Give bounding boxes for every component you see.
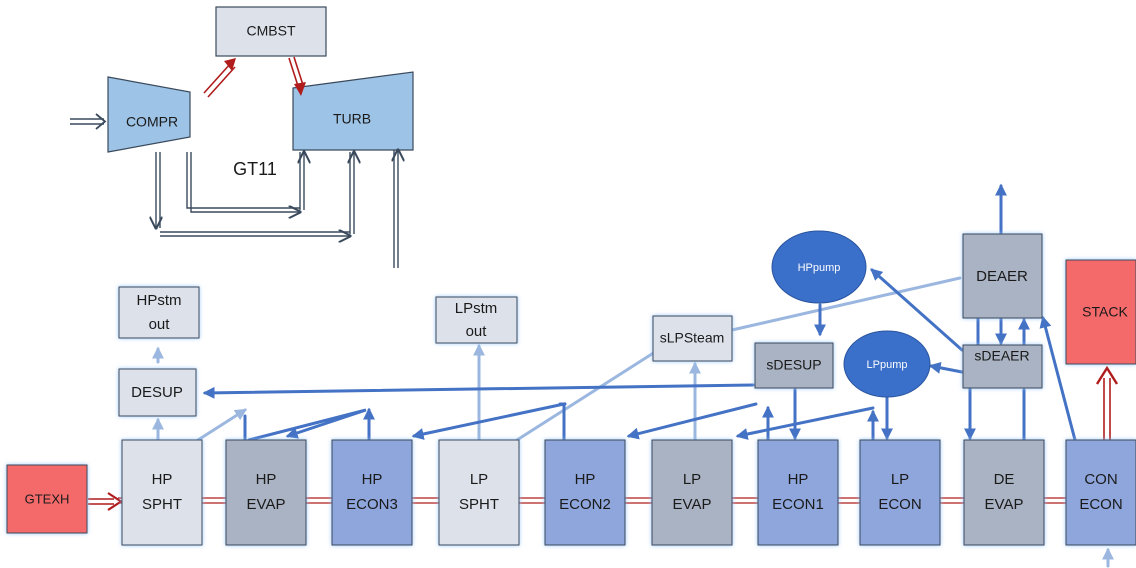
hp-steam-out-line2: out bbox=[149, 316, 171, 333]
combustor-label: CMBST bbox=[247, 23, 296, 39]
hrsg-section-hp-evap[interactable]: HP EVAP bbox=[225, 439, 307, 546]
s-lp-steam-label: sLPSteam bbox=[660, 330, 725, 346]
hrsg-section-box bbox=[225, 439, 307, 546]
hrsg-section-hp-spht[interactable]: HP SPHT bbox=[121, 439, 203, 546]
hrsg-section-label-line1: HP bbox=[362, 471, 383, 488]
combustor-to-turbine-arrow bbox=[288, 56, 306, 96]
s-desup-label: sDESUP bbox=[766, 357, 821, 373]
hrsg-section-label-line1: HP bbox=[152, 471, 173, 488]
gt-unit-label: GT11 bbox=[233, 159, 277, 179]
lp-pump-label: LPpump bbox=[867, 359, 908, 371]
desup-block[interactable] bbox=[118, 368, 197, 417]
hrsg-section-box bbox=[331, 439, 413, 546]
hrsg-boxes: HPSPHTHPEVAPHPECON3LPSPHTHPECON2LPEVAPHP… bbox=[121, 439, 1136, 546]
lp-steam-out-block[interactable] bbox=[435, 296, 518, 344]
desup-label: DESUP bbox=[131, 384, 183, 401]
hrsg-section-lp-spht[interactable]: LP SPHT bbox=[438, 439, 520, 546]
hrsg-section-label-line1: LP bbox=[891, 471, 909, 488]
stack-block[interactable] bbox=[1065, 259, 1136, 365]
hrsg-section-label-line2: SPHT bbox=[142, 496, 182, 513]
hrsg-section-label-line2: ECON bbox=[1079, 496, 1122, 513]
hrsg-section-label-line2: EVAP bbox=[673, 496, 712, 513]
hp-pump[interactable] bbox=[771, 230, 867, 304]
compressor-block[interactable]: COMPR bbox=[107, 76, 191, 153]
hrsg-section-hp-econ1[interactable]: HP ECON1 bbox=[757, 439, 839, 546]
compressor-inlet-arrow bbox=[70, 113, 107, 130]
hrsg-section-label-line2: EVAP bbox=[247, 496, 286, 513]
hrsg-section-label-line1: HP bbox=[256, 471, 277, 488]
hrsg-section-label-line2: EVAP bbox=[985, 496, 1024, 513]
hrsg-section-box bbox=[651, 439, 733, 546]
hp-pump-label: HPpump bbox=[798, 262, 841, 274]
deaer-block[interactable] bbox=[962, 233, 1043, 319]
hrsg-section-box bbox=[757, 439, 839, 546]
hrsg-section-hp-econ3[interactable]: HP ECON3 bbox=[331, 439, 413, 546]
bleed-lines bbox=[156, 150, 398, 268]
stack-label: STACK bbox=[1082, 304, 1128, 320]
s-deaer-block[interactable] bbox=[962, 344, 1043, 389]
hrsg-section-box bbox=[121, 439, 203, 546]
hrsg-section-box bbox=[1065, 439, 1136, 546]
hrsg-section-con-econ[interactable]: CON ECON bbox=[1065, 439, 1136, 546]
hrsg-section-label-line2: ECON2 bbox=[559, 496, 611, 513]
hrsg-section-hp-econ2[interactable]: HP ECON2 bbox=[544, 439, 626, 546]
s-deaer-label: sDEAER bbox=[974, 348, 1029, 364]
turbine-block[interactable]: TURB bbox=[292, 71, 414, 151]
hrsg-section-label-line1: HP bbox=[575, 471, 596, 488]
compressor-label: COMPR bbox=[126, 114, 178, 130]
hrsg-section-lp-econ[interactable]: LP ECON bbox=[859, 439, 941, 546]
hrsg-section-label-line2: ECON bbox=[878, 496, 921, 513]
hrsg-section-label-line1: LP bbox=[683, 471, 701, 488]
hrsg-section-box bbox=[438, 439, 520, 546]
hrsg-section-box bbox=[859, 439, 941, 546]
lp-steam-out-line1: LPstm bbox=[455, 300, 498, 317]
hrsg-section-label-line2: ECON1 bbox=[772, 496, 824, 513]
flow-lines bbox=[152, 183, 1114, 568]
lp-pump[interactable] bbox=[843, 330, 931, 398]
deaer-label: DEAER bbox=[976, 268, 1028, 285]
lp-steam-out-line2: out bbox=[466, 323, 488, 340]
combustor-block[interactable]: CMBST bbox=[215, 6, 327, 57]
s-lp-steam-block[interactable] bbox=[652, 315, 733, 362]
gtexh-block[interactable] bbox=[6, 464, 88, 534]
gas-turbine-section: COMPR CMBST TURB GT11 bbox=[70, 6, 414, 268]
hrsg-section-lp-evap[interactable]: LP EVAP bbox=[651, 439, 733, 546]
hrsg-section-de-evap[interactable]: DE EVAP bbox=[963, 439, 1045, 546]
hrsg-section-label-line1: LP bbox=[470, 471, 488, 488]
compressor-to-combustor-arrow bbox=[203, 58, 236, 98]
hrsg-section-box bbox=[963, 439, 1045, 546]
hrsg-section-label-line2: SPHT bbox=[459, 496, 499, 513]
hrsg-section-label-line1: HP bbox=[788, 471, 809, 488]
hp-steam-out-line1: HPstm bbox=[137, 292, 182, 309]
hrsg-section-label-line1: DE bbox=[994, 471, 1015, 488]
s-desup-block[interactable] bbox=[754, 342, 834, 389]
hrsg-section-label-line1: CON bbox=[1084, 471, 1117, 488]
gtexh-label: GTEXH bbox=[25, 491, 70, 506]
hrsg-section-box bbox=[544, 439, 626, 546]
hp-steam-out-block[interactable] bbox=[118, 286, 200, 339]
hrsg-section-label-line2: ECON3 bbox=[346, 496, 398, 513]
turbine-label: TURB bbox=[333, 111, 371, 127]
